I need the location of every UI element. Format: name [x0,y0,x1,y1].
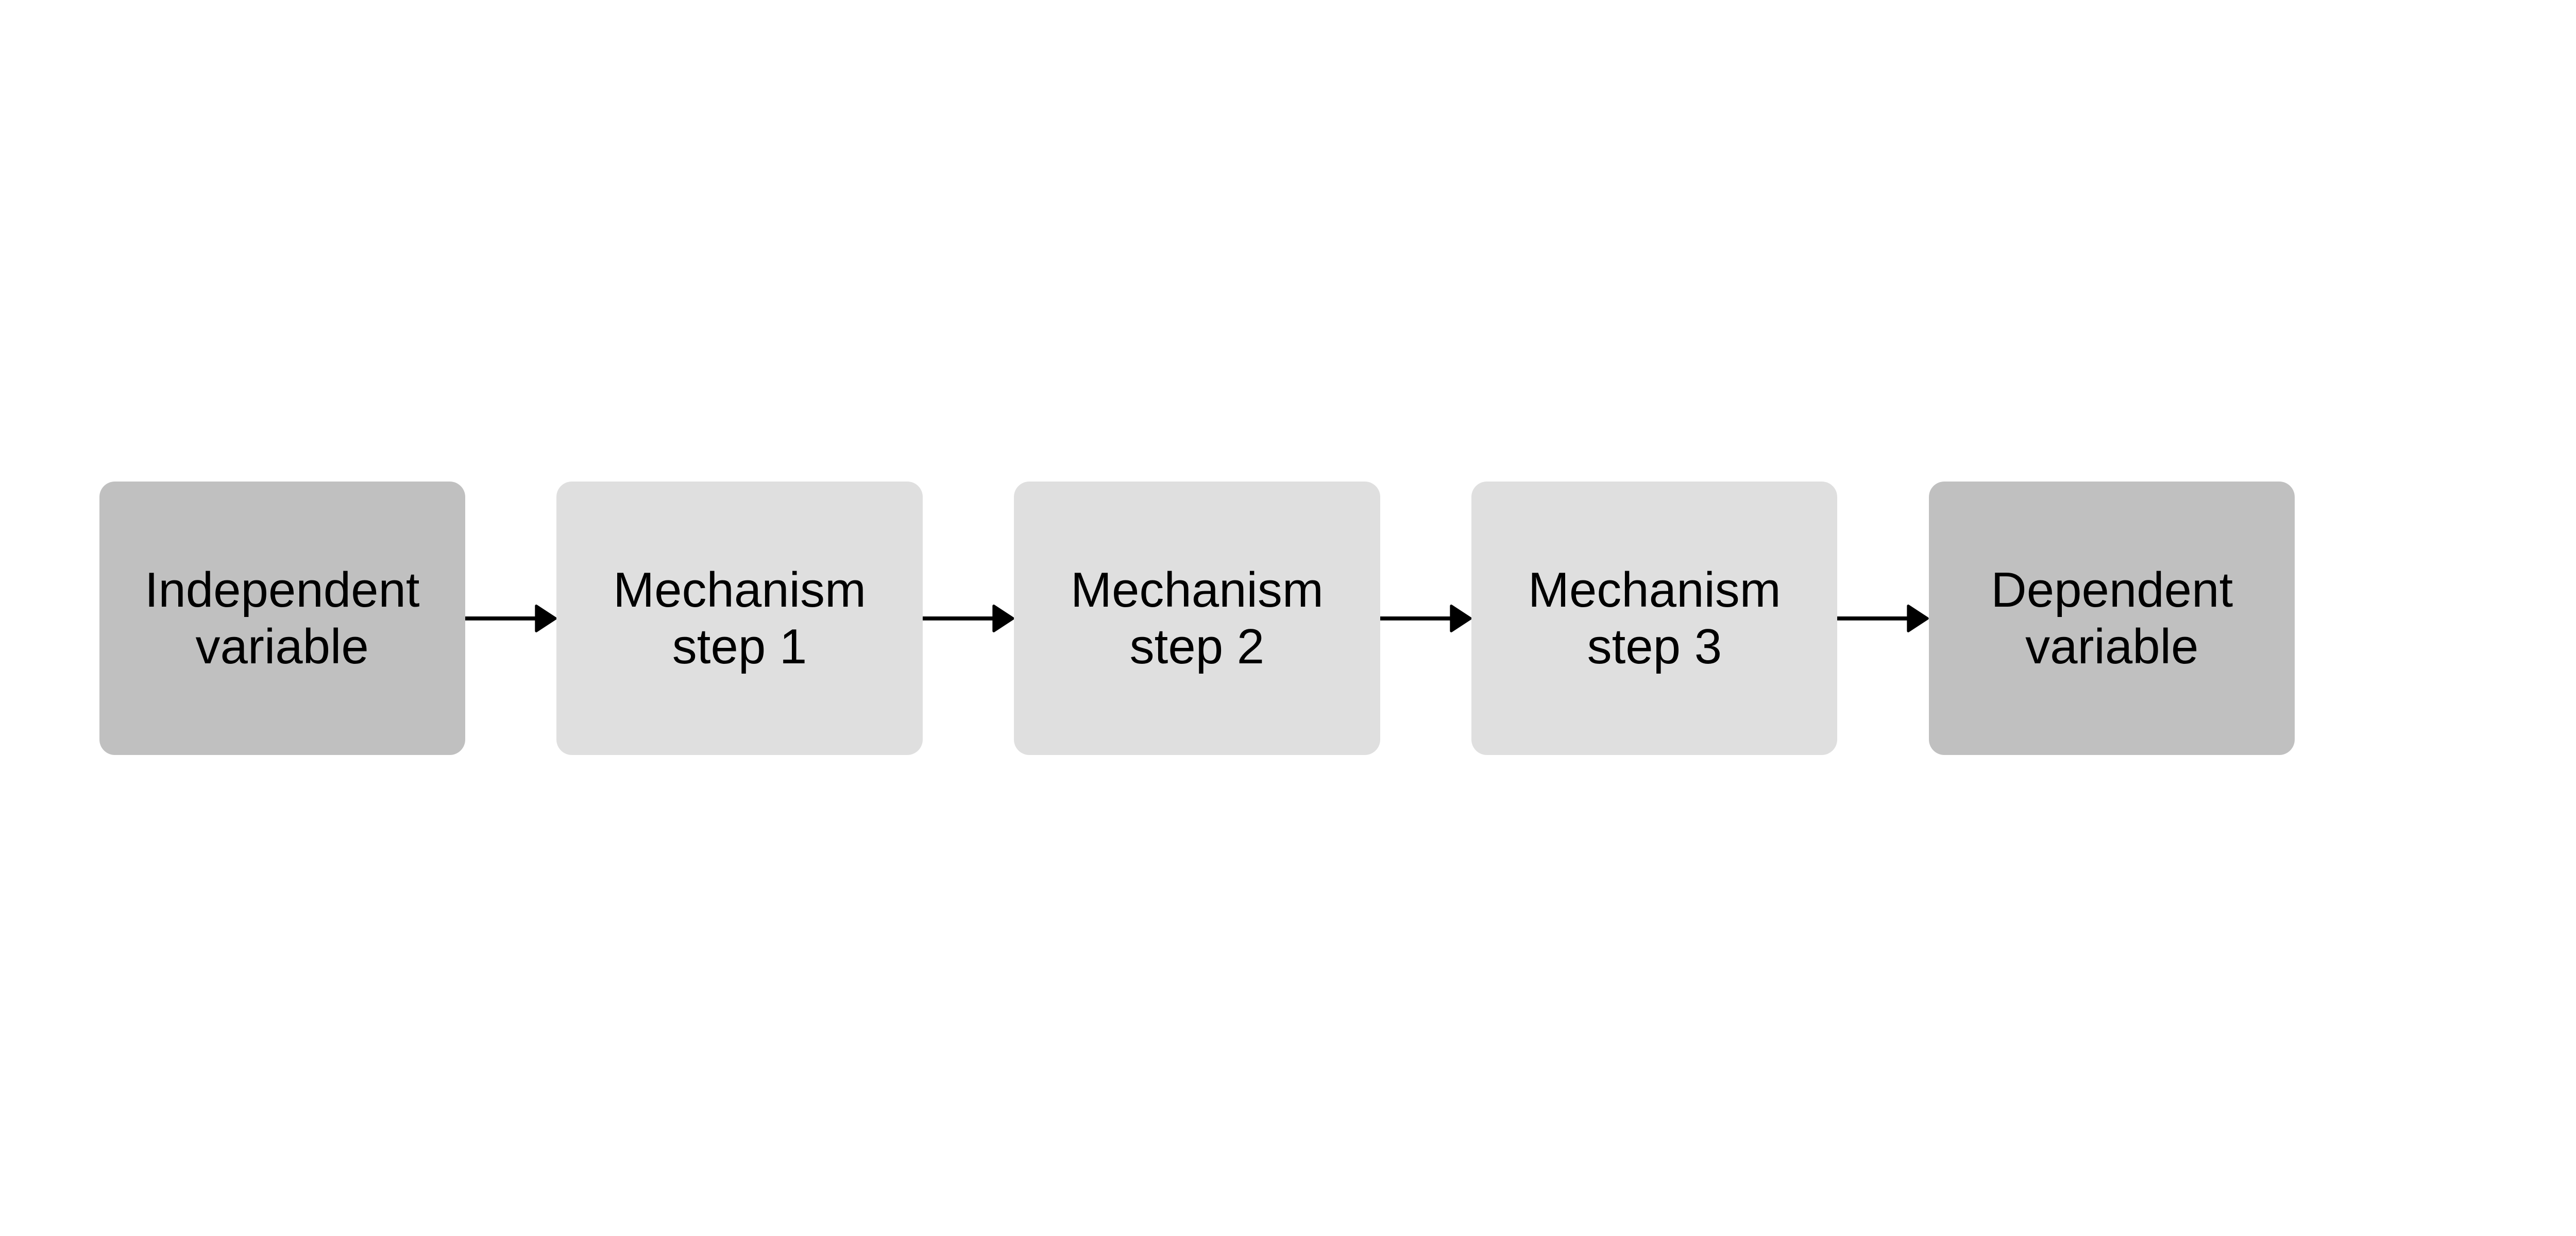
node-mechanism-step-2: Mechanism step 2 [1014,482,1380,755]
arrow-icon [1380,604,1472,632]
node-label: Mechanism step 1 [613,562,866,674]
arrow-icon [465,604,557,632]
node-label: Independent variable [144,562,420,674]
arrow-icon [922,604,1014,632]
arrow-3-to-4 [1837,604,1929,633]
arrow-0-to-1 [465,604,557,633]
node-label: Mechanism step 3 [1528,562,1781,674]
node-label: Dependent variable [1991,562,2233,674]
arrowhead [992,604,1014,632]
arrow-1-to-2 [922,604,1014,633]
arrow-2-to-3 [1380,604,1472,633]
node-independent-variable: Independent variable [99,482,465,755]
node-mechanism-step-1: Mechanism step 1 [556,482,923,755]
node-dependent-variable: Dependent variable [1929,482,2295,755]
arrowhead [1907,604,1929,632]
node-label: Mechanism step 2 [1071,562,1324,674]
node-mechanism-step-3: Mechanism step 3 [1471,482,1838,755]
arrowhead [535,604,557,632]
arrow-icon [1837,604,1929,632]
causal-chain-diagram: Independent variable Mechanism step 1 Me… [0,482,2576,755]
arrowhead [1449,604,1472,632]
